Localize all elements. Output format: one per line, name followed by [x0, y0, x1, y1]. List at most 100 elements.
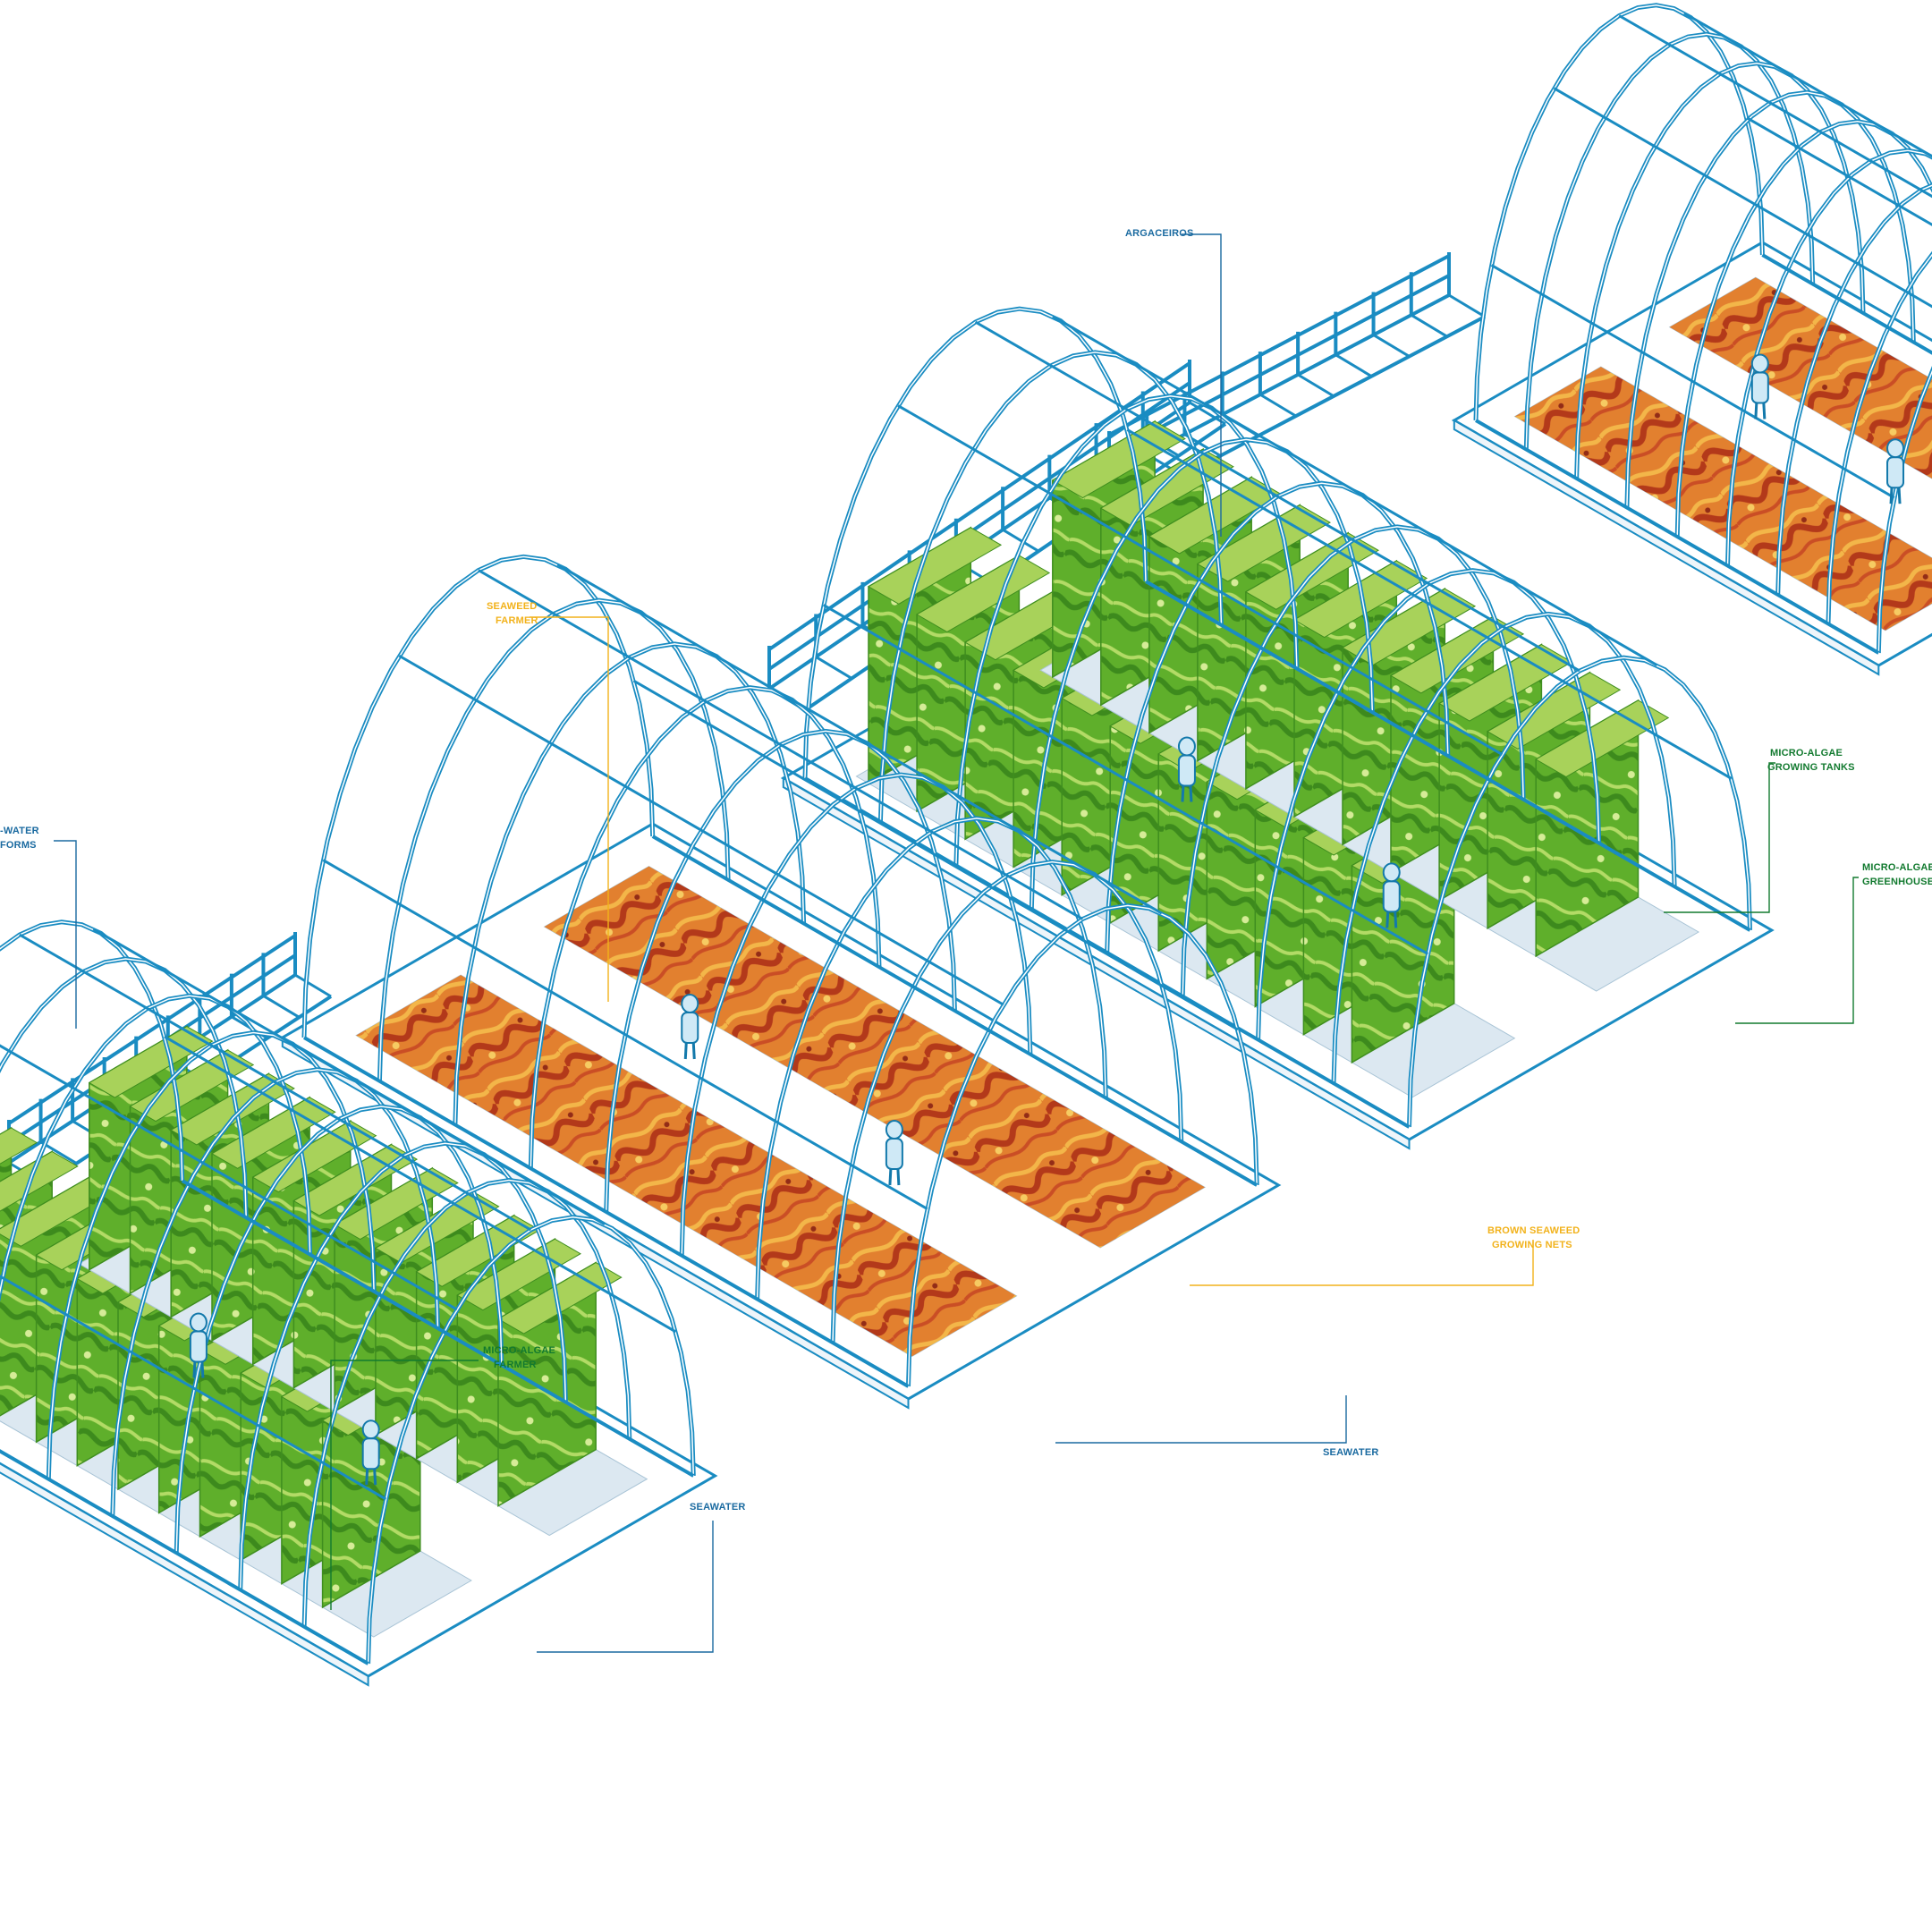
algae-tank-top — [496, 1262, 623, 1335]
railing-rail — [7, 934, 297, 1125]
label-algae-farmer-line2: FARMER — [494, 1360, 537, 1370]
greenhouse-base-rail — [181, 1179, 695, 1478]
farmer-body — [189, 1330, 208, 1363]
greenhouse-microalgae — [780, 306, 1775, 1150]
leader-line — [1664, 762, 1775, 913]
label-greenhouse-line2: GREENHOUSE — [1862, 877, 1932, 887]
greenhouse-top-seaweed — [1451, 3, 1932, 676]
farmer-body — [1382, 880, 1401, 913]
greenhouse-purlin — [398, 654, 1004, 1006]
leader-line — [1055, 1395, 1347, 1444]
greenhouse-base-rail — [651, 835, 1258, 1187]
algae-tank-top — [867, 527, 1003, 605]
leader-line — [330, 1360, 479, 1610]
farmer-figure — [1177, 736, 1196, 802]
greenhouse-purlin — [556, 563, 1163, 915]
algae-tank-top — [916, 555, 1051, 633]
farmer-body — [1177, 754, 1196, 787]
farmer-head — [681, 994, 699, 1013]
farmer-leg — [1385, 911, 1390, 928]
greenhouse-purlin — [1553, 87, 1932, 309]
label-platforms-line1: -WATER — [0, 826, 39, 836]
greenhouse-microalgae-front — [0, 919, 718, 1687]
leader-line — [1182, 233, 1222, 537]
farmer-head — [1886, 438, 1905, 459]
greenhouse-purlin — [322, 859, 928, 1210]
arch-highlight — [1827, 253, 1932, 624]
walkway-joist — [1448, 293, 1486, 318]
greenhouse-purlin — [1126, 428, 1733, 780]
farmer-leg — [200, 1361, 205, 1378]
farmer-figure — [885, 1120, 903, 1186]
farmer-body — [885, 1138, 903, 1170]
greenhouse-purlin — [0, 1275, 387, 1501]
railing-rail — [1108, 254, 1450, 436]
algae-tank-top — [0, 1150, 79, 1212]
leader-line — [1735, 877, 1859, 1024]
farmer-body — [1750, 371, 1769, 404]
greenhouse-purlin — [1746, 116, 1932, 226]
greenhouse-base-rail — [1761, 253, 1932, 355]
greenhouse-base-rail — [0, 1449, 369, 1665]
railing-rail — [1108, 274, 1450, 456]
greenhouse-purlin — [164, 1035, 677, 1334]
walkway-joist — [1002, 528, 1039, 553]
greenhouse-purlin — [1490, 264, 1895, 499]
leader-lines — [54, 233, 1859, 1653]
greenhouse-purlin — [478, 569, 1084, 920]
label-growing-tanks-line1: MICRO-ALGAE — [1770, 748, 1843, 758]
label-seaweed-nets-line2: GROWING NETS — [1492, 1240, 1572, 1250]
algae-tank-top — [129, 1049, 255, 1123]
farmer-leg — [896, 1168, 901, 1186]
algae-tank-top — [1244, 532, 1380, 610]
farmer-leg — [1754, 402, 1758, 419]
farmer-figure — [189, 1312, 208, 1378]
walkway-joist — [1335, 353, 1373, 377]
label-seaweed-nets-line1: BROWN SEAWEED — [1487, 1225, 1580, 1236]
greenhouse-artwork — [0, 3, 1932, 1687]
farmer-head — [1382, 862, 1401, 883]
algae-tank-top — [0, 1127, 38, 1165]
greenhouse-purlin — [632, 679, 1239, 1031]
greenhouse-purlin — [823, 604, 1428, 955]
walkway-joist — [1259, 393, 1297, 418]
farmer-head — [1177, 736, 1196, 757]
leader-line — [1190, 1240, 1534, 1286]
walkway-joist — [1372, 334, 1411, 358]
farmer-figure — [1750, 353, 1769, 419]
walkway-joist — [1297, 373, 1335, 398]
greenhouse-purlin — [1052, 315, 1658, 666]
seaweed-net — [544, 866, 1205, 1248]
farmer-head — [885, 1120, 903, 1140]
walkway-joist — [294, 973, 332, 998]
deck-side — [0, 1462, 369, 1687]
deck-side — [1453, 419, 1880, 676]
algae-tank-top — [456, 1238, 582, 1311]
farmer-leg — [683, 1042, 688, 1060]
leader-line — [530, 616, 609, 1002]
algae-tank-top — [334, 1167, 459, 1241]
greenhouse-purlin — [897, 404, 1504, 756]
algae-tank-top — [1535, 699, 1670, 778]
greenhouse-base-rail — [1145, 580, 1751, 932]
walkway-joist — [262, 995, 301, 1019]
farmer-figure — [1886, 438, 1905, 504]
farmer-leg — [691, 1042, 696, 1060]
farmer-figure — [681, 994, 699, 1060]
label-argaceiros: ARGACEIROS — [1125, 228, 1194, 239]
algae-tank-top — [88, 1026, 214, 1098]
farmer-leg — [1897, 487, 1902, 504]
label-platforms-line2: FORMS — [0, 840, 37, 851]
label-growing-tanks-line2: GROWING TANKS — [1767, 762, 1855, 773]
walkway-joist — [1411, 313, 1448, 338]
farmer-leg — [1394, 911, 1398, 928]
farmer-leg — [365, 1469, 369, 1486]
farmer-leg — [888, 1168, 893, 1186]
label-algae-farmer-line1: MICRO-ALGAE — [483, 1345, 555, 1356]
leader-line — [54, 840, 77, 1029]
leader-line — [537, 1521, 714, 1653]
label-seawater-left: SEAWATER — [690, 1502, 746, 1513]
walkway-joist — [815, 656, 852, 680]
farmer-head — [361, 1419, 380, 1440]
